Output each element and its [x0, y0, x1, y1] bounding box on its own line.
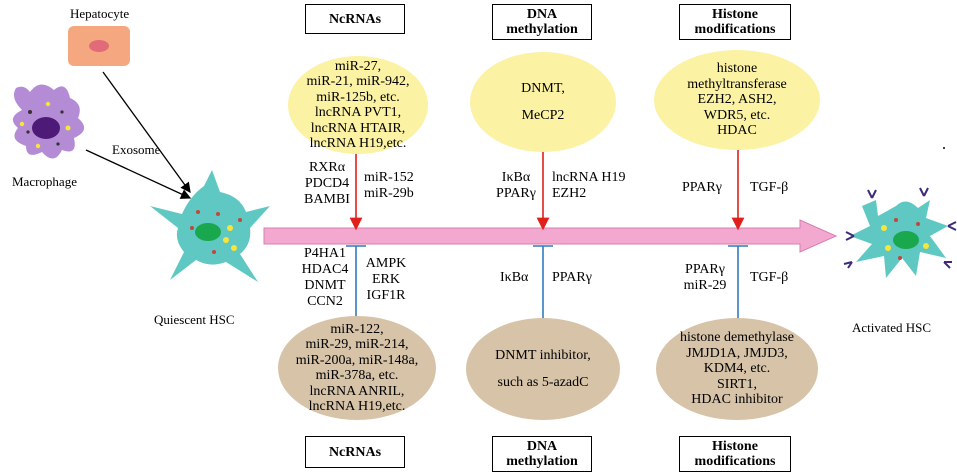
- histone-activator-line: HDAC: [717, 123, 757, 139]
- dna-activator-line: [521, 96, 565, 108]
- target-label: PPARγ: [552, 270, 592, 285]
- hepatocyte-cell-icon: [68, 26, 130, 66]
- target-label: PPARγ: [496, 186, 536, 201]
- target-label: ERK: [372, 272, 400, 287]
- histone-activator-line: histone: [716, 61, 758, 77]
- ncrna-top-targets-right: miR-152 miR-29b: [364, 170, 414, 202]
- histone-inhibitor-ellipse: histone demethylase JMJD1A, JMJD3, KDM4,…: [656, 318, 818, 420]
- top-header-dna-methylation: DNA methylation: [492, 4, 592, 40]
- activated-hsc-label: Activated HSC: [852, 320, 932, 335]
- histone-inhibitor-line: SIRT1,: [716, 376, 757, 392]
- target-label: RXRα: [308, 160, 346, 175]
- top-header-ncrnas: NcRNAs: [305, 4, 405, 34]
- quiescent-hsc-label: Quiescent HSC: [154, 312, 235, 327]
- dna-bottom-targets-right: PPARγ: [552, 270, 592, 286]
- dna-methylation-activator-ellipse: DNMT, MeCP2: [470, 52, 616, 152]
- histone-activator-line: WDR5, etc.: [703, 107, 771, 123]
- target-label: IGF1R: [366, 288, 406, 303]
- target-label: EZH2: [552, 186, 587, 201]
- histone-bottom-targets-left: PPARγ miR-29: [680, 262, 730, 294]
- target-label: miR-152: [364, 170, 414, 185]
- dna-top-targets-right: lncRNA H19 EZH2: [552, 170, 626, 202]
- target-label: CCN2: [307, 294, 343, 309]
- target-label: IκBα: [500, 270, 529, 285]
- ncrna-activator-ellipse: miR-27, miR-21, miR-942, miR-125b, etc. …: [288, 56, 428, 154]
- activated-hsc-cell-icon: [843, 187, 957, 278]
- bottom-header-histone-text: Histone modifications: [694, 439, 776, 469]
- target-label: PPARγ: [682, 180, 722, 195]
- ncrna-activator-line: lncRNA H19,etc.: [309, 136, 407, 151]
- bottom-header-dna-text: DNA methylation: [506, 439, 578, 469]
- histone-inhibitor-line: KDM4, etc.: [703, 361, 771, 377]
- histone-activator-line: EZH2, ASH2,: [697, 92, 777, 108]
- ncrna-activator-line: lncRNA HTAIR,: [310, 120, 406, 136]
- top-header-histone-text: Histone modifications: [694, 7, 776, 37]
- ncrna-top-targets-left: RXRα PDCD4 BAMBI: [304, 160, 350, 208]
- ncrna-inhibitor-line: miR-378a, etc.: [315, 368, 399, 383]
- quiescent-hsc-cell-icon: [150, 170, 270, 282]
- target-label: TGF-β: [750, 180, 789, 195]
- exosome-label: Exosome: [112, 142, 161, 157]
- dna-activator-line: DNMT,: [521, 80, 565, 96]
- hepatocyte-label: Hepatocyte: [70, 6, 130, 21]
- macrophage-to-hsc-arrow: [85, 149, 192, 199]
- bottom-header-ncrnas-text: NcRNAs: [328, 444, 382, 460]
- dna-top-targets-left: IκBα PPARγ: [494, 170, 538, 202]
- bottom-header-ncrnas: NcRNAs: [305, 436, 405, 468]
- histone-inhibitor-line: HDAC inhibitor: [691, 392, 783, 408]
- bottom-header-histone-modifications: Histone modifications: [679, 436, 791, 472]
- ncrna-bottom-targets-right: AMPK ERK IGF1R: [362, 256, 410, 304]
- ncrna-activator-line: miR-21, miR-942,: [306, 74, 410, 89]
- target-label: AMPK: [365, 256, 407, 271]
- top-header-histone-modifications: Histone modifications: [679, 4, 791, 40]
- histone-bottom-targets-right: TGF-β: [750, 270, 788, 286]
- top-header-ncrnas-text: NcRNAs: [328, 11, 382, 27]
- top-header-dna-text: DNA methylation: [506, 7, 578, 37]
- ncrna-activator-line: lncRNA PVT1,: [314, 105, 402, 120]
- target-label: PPARγ: [685, 262, 725, 277]
- hepatocyte-to-hsc-arrow: [102, 71, 191, 194]
- target-label: DNMT: [304, 278, 346, 293]
- target-label: IκBα: [501, 170, 531, 185]
- dna-inhibitor-line: such as 5-azadC: [497, 375, 589, 390]
- ncrna-inhibitor-line: miR-29, miR-214,: [305, 337, 409, 352]
- activation-main-arrow: [263, 219, 838, 253]
- target-label: lncRNA H19: [552, 170, 626, 185]
- histone-top-targets-right: TGF-β: [750, 180, 788, 196]
- dna-activator-line: MeCP2: [521, 108, 565, 123]
- macrophage-label: Macrophage: [12, 174, 77, 189]
- ncrna-bottom-targets-left: P4HA1 HDAC4 DNMT CCN2: [300, 246, 350, 310]
- histone-top-targets-left: PPARγ: [682, 180, 722, 196]
- target-label: P4HA1: [303, 246, 346, 261]
- histone-activator-line: methyltransferase: [687, 76, 787, 92]
- ncrna-inhibitor-line: miR-122,: [330, 321, 384, 337]
- ncrna-inhibitor-line: miR-200a, miR-148a,: [295, 352, 419, 368]
- dna-inhibitor-line: DNMT inhibitor,: [495, 347, 591, 363]
- ncrna-activator-line: miR-27,: [334, 58, 382, 74]
- ncrna-inhibitor-line: lncRNA H19,etc.: [308, 399, 406, 414]
- histone-activator-ellipse: histone methyltransferase EZH2, ASH2, WD…: [654, 50, 820, 150]
- dna-bottom-targets-left: IκBα: [500, 270, 528, 286]
- ncrna-inhibitor-ellipse: miR-122, miR-29, miR-214, miR-200a, miR-…: [278, 316, 436, 420]
- target-label: HDAC4: [301, 262, 349, 277]
- macrophage-cell-icon: [12, 84, 85, 159]
- target-label: miR-29: [683, 278, 727, 293]
- target-label: PDCD4: [304, 176, 350, 191]
- target-label: miR-29b: [364, 186, 414, 201]
- histone-inhibitor-line: histone demethylase: [680, 330, 794, 346]
- ncrna-activator-line: miR-125b, etc.: [316, 89, 400, 105]
- ncrna-inhibitor-line: lncRNA ANRIL,: [309, 383, 405, 399]
- target-label: BAMBI: [304, 192, 350, 207]
- dna-inhibitor-line: [495, 363, 591, 375]
- bottom-header-dna-methylation: DNA methylation: [492, 436, 592, 472]
- dna-methylation-inhibitor-ellipse: DNMT inhibitor, such as 5-azadC: [466, 318, 620, 420]
- target-label: TGF-β: [750, 270, 789, 285]
- histone-inhibitor-line: JMJD1A, JMJD3,: [686, 345, 788, 361]
